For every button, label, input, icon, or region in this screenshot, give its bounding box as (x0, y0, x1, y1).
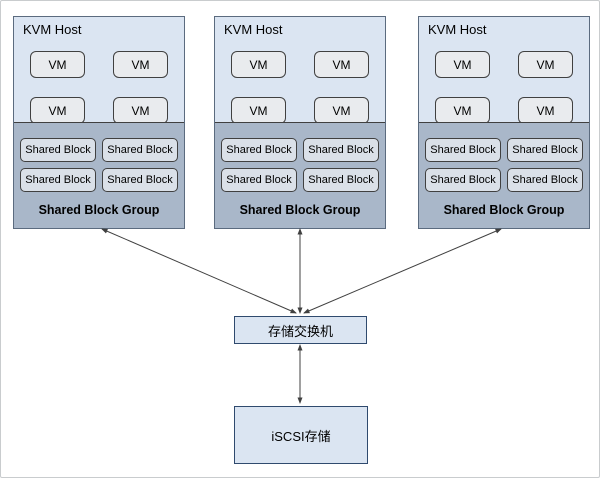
shared-block: Shared Block (303, 168, 379, 192)
edge-host1-switch (101, 228, 297, 314)
vm-box: VM (314, 51, 369, 78)
shared-block: Shared Block (221, 168, 297, 192)
vm-grid: VM VM VM VM (14, 51, 184, 124)
vm-box: VM (113, 97, 168, 124)
vm-box: VM (231, 51, 286, 78)
shared-block: Shared Block (425, 138, 501, 162)
vm-box: VM (30, 97, 85, 124)
kvm-host-title: KVM Host (224, 22, 283, 37)
shared-block-group-3: Shared Block Shared Block Shared Block S… (419, 122, 589, 228)
vm-box: VM (518, 97, 573, 124)
shared-block-group-label: Shared Block Group (239, 203, 361, 217)
shared-block: Shared Block (507, 168, 583, 192)
storage-switch-box: 存储交换机 (234, 316, 367, 344)
vm-box: VM (435, 51, 490, 78)
shared-block: Shared Block (221, 138, 297, 162)
vm-grid: VM VM VM VM (215, 51, 385, 124)
shared-block-group-1: Shared Block Shared Block Shared Block S… (14, 122, 184, 228)
shared-block-grid: Shared Block Shared Block Shared Block S… (14, 138, 184, 192)
edge-host3-switch (303, 228, 502, 314)
shared-block-group-2: Shared Block Shared Block Shared Block S… (215, 122, 385, 228)
vm-box: VM (435, 97, 490, 124)
shared-block: Shared Block (507, 138, 583, 162)
shared-block: Shared Block (102, 168, 178, 192)
kvm-host-2: KVM Host VM VM VM VM Shared Block Shared… (214, 16, 386, 229)
kvm-host-title: KVM Host (23, 22, 82, 37)
kvm-host-title: KVM Host (428, 22, 487, 37)
vm-box: VM (113, 51, 168, 78)
kvm-host-1: KVM Host VM VM VM VM Shared Block Shared… (13, 16, 185, 229)
shared-block: Shared Block (20, 138, 96, 162)
shared-block: Shared Block (425, 168, 501, 192)
iscsi-storage-box: iSCSI存储 (234, 406, 368, 464)
vm-box: VM (518, 51, 573, 78)
shared-block-grid: Shared Block Shared Block Shared Block S… (215, 138, 385, 192)
shared-block-group-label: Shared Block Group (38, 203, 160, 217)
vm-grid: VM VM VM VM (419, 51, 589, 124)
shared-block-grid: Shared Block Shared Block Shared Block S… (419, 138, 589, 192)
shared-block: Shared Block (20, 168, 96, 192)
shared-block: Shared Block (102, 138, 178, 162)
shared-block: Shared Block (303, 138, 379, 162)
shared-block-group-label: Shared Block Group (443, 203, 565, 217)
vm-box: VM (30, 51, 85, 78)
vm-box: VM (231, 97, 286, 124)
vm-box: VM (314, 97, 369, 124)
kvm-host-3: KVM Host VM VM VM VM Shared Block Shared… (418, 16, 590, 229)
